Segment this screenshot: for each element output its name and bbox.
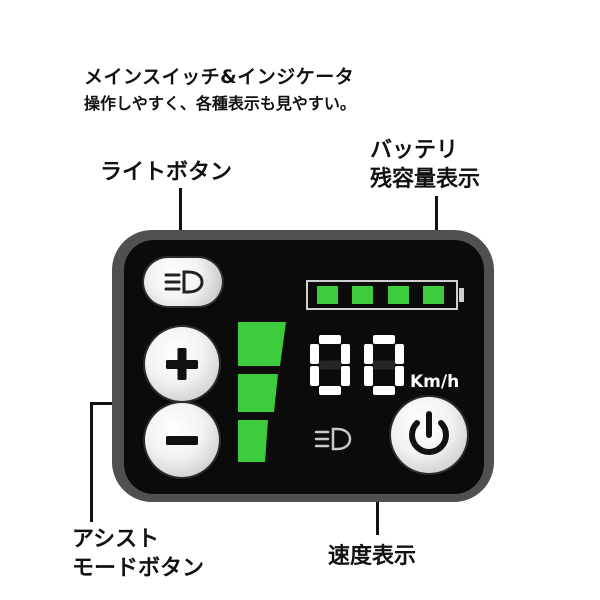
assist-level-indicator <box>238 322 286 462</box>
speed-digit-2-segment-a <box>373 335 395 344</box>
page-subtitle: 操作しやすく、各種表示も見やすい。 <box>84 94 356 113</box>
callout-assist-line2: モードボタン <box>72 556 205 581</box>
page-title: メインスイッチ&インジケータ <box>84 66 355 88</box>
callout-speed: 速度表示 <box>328 544 417 569</box>
speed-digit-2-segment-e <box>364 366 373 386</box>
leader-assist-horizontal <box>90 402 126 405</box>
assist-level-bar-3 <box>238 322 286 366</box>
speed-digit-1-segment-e <box>310 366 319 386</box>
speed-unit: Km/h <box>410 372 460 392</box>
power-icon <box>409 411 449 456</box>
callout-battery-line1: バッテリ <box>370 138 459 163</box>
callout-battery-line2: 残容量表示 <box>370 167 481 192</box>
assist-minus-button[interactable] <box>145 403 219 477</box>
assist-level-bar-1 <box>238 420 268 462</box>
speed-digit-1-segment-b <box>341 344 350 364</box>
speed-digit-1-segment-f <box>310 344 319 364</box>
callout-assist-mode: アシスト モードボタン <box>72 525 204 583</box>
callout-battery: バッテリ 残容量表示 <box>370 136 480 194</box>
speed-display: 00 <box>310 335 404 395</box>
speed-digit-1-segment-d <box>319 386 341 395</box>
battery-indicator <box>306 280 458 310</box>
speed-digit-2-segment-b <box>395 344 404 364</box>
speed-digit-1-segment-a <box>319 335 341 344</box>
speed-digit-2-segment-f <box>364 344 373 364</box>
light-button[interactable] <box>144 258 222 306</box>
callout-assist-line1: アシスト <box>72 527 160 552</box>
speed-digit-1-segment-g <box>319 360 341 370</box>
battery-cell-3 <box>388 286 409 304</box>
speed-digit-2-segment-g <box>373 360 395 370</box>
battery-terminal <box>459 288 464 302</box>
speed-digit-1-segment-c <box>341 366 350 386</box>
leader-light <box>179 188 182 252</box>
speed-digit-2-segment-c <box>395 366 404 386</box>
headlight-indicator-icon <box>314 427 352 451</box>
callout-light-button: ライトボタン <box>100 160 233 185</box>
assist-plus-button[interactable] <box>145 327 219 401</box>
battery-cell-1 <box>317 286 338 304</box>
speed-digit-2-segment-d <box>373 386 395 395</box>
power-button[interactable] <box>391 397 467 473</box>
battery-cell-2 <box>352 286 373 304</box>
battery-cell-4 <box>423 286 444 304</box>
minus-icon <box>166 436 198 445</box>
leader-assist-vertical <box>90 402 93 522</box>
assist-level-bar-2 <box>238 374 278 412</box>
plus-icon <box>166 348 198 380</box>
headlight-icon <box>164 270 204 294</box>
